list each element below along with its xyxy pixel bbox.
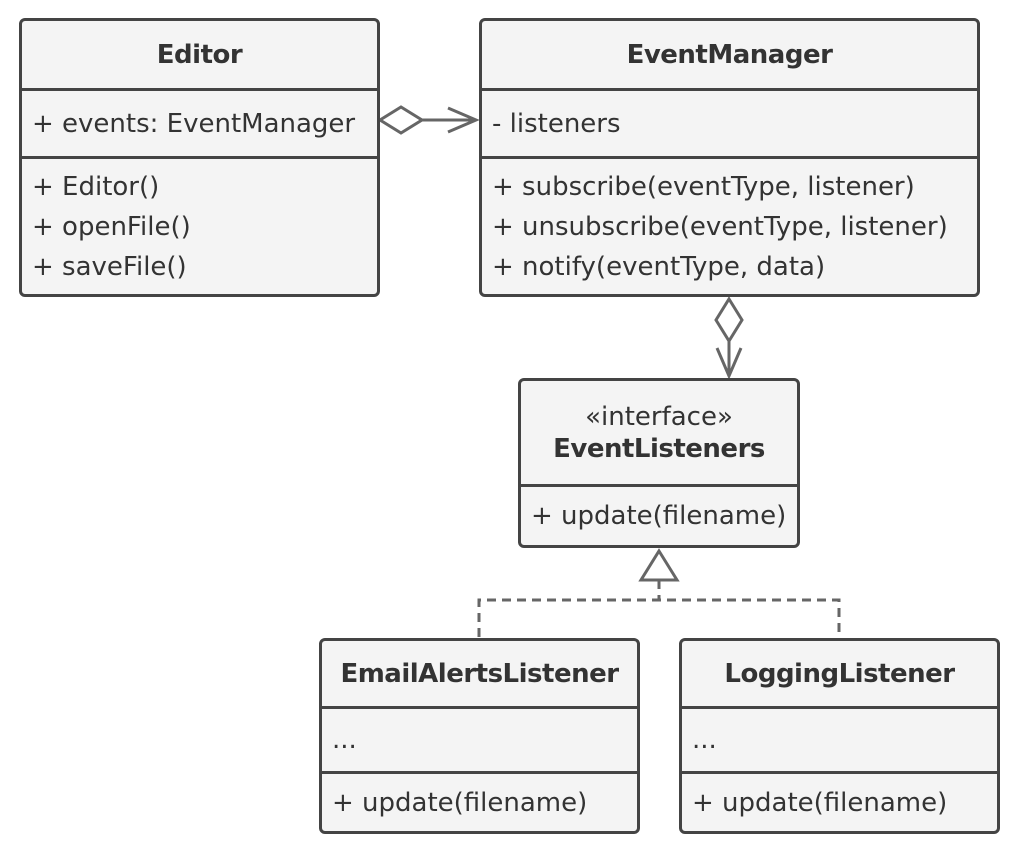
class-editor-header: Editor bbox=[22, 21, 377, 91]
class-editor: Editor + events: EventManager + Editor()… bbox=[19, 18, 380, 297]
eventmanager-listeners-aggregation bbox=[714, 296, 744, 380]
class-email-alerts-listener-header: EmailAlertsListener bbox=[322, 641, 637, 709]
class-email-alerts-listener-fields: ... bbox=[322, 709, 637, 774]
class-name: EventManager bbox=[626, 39, 833, 70]
interface-name: EventListeners bbox=[553, 433, 765, 464]
method: + Editor() bbox=[32, 171, 160, 202]
field: + events: EventManager bbox=[32, 108, 356, 139]
realization-triangle bbox=[638, 548, 680, 582]
method: + update(filename) bbox=[531, 501, 787, 531]
class-email-alerts-listener-methods: + update(filename) bbox=[322, 774, 637, 831]
interface-stereotype: «interface» bbox=[585, 401, 733, 432]
realization-connector bbox=[477, 548, 841, 637]
class-editor-fields: + events: EventManager bbox=[22, 91, 377, 159]
class-event-manager-fields: - listeners bbox=[482, 91, 977, 159]
interface-event-listeners-methods: + update(filename) bbox=[521, 487, 797, 545]
method: + subscribe(eventType, listener) bbox=[492, 171, 915, 202]
class-editor-methods: + Editor() + openFile() + saveFile() bbox=[22, 159, 377, 294]
interface-event-listeners: «interface» EventListeners + update(file… bbox=[518, 378, 800, 548]
editor-eventmanager-aggregation bbox=[377, 105, 480, 135]
class-logging-listener: LoggingListener ... + update(filename) bbox=[679, 638, 1000, 834]
field: ... bbox=[692, 725, 717, 755]
class-email-alerts-listener: EmailAlertsListener ... + update(filenam… bbox=[319, 638, 640, 834]
method: + notify(eventType, data) bbox=[492, 251, 826, 282]
field: ... bbox=[332, 725, 357, 755]
method: + saveFile() bbox=[32, 251, 187, 282]
method: + unsubscribe(eventType, listener) bbox=[492, 211, 948, 242]
class-name: LoggingListener bbox=[724, 658, 955, 689]
class-logging-listener-header: LoggingListener bbox=[682, 641, 997, 709]
method: + update(filename) bbox=[332, 787, 588, 818]
class-name: EmailAlertsListener bbox=[340, 658, 619, 689]
class-name: Editor bbox=[156, 39, 243, 70]
aggregation-diamond-editor bbox=[377, 105, 425, 135]
method: + openFile() bbox=[32, 211, 191, 242]
aggregation-diamond-manager bbox=[714, 296, 744, 344]
class-logging-listener-fields: ... bbox=[682, 709, 997, 774]
class-event-manager: EventManager - listeners + subscribe(eve… bbox=[479, 18, 980, 297]
realization-branches bbox=[477, 598, 841, 637]
field: - listeners bbox=[492, 108, 621, 139]
class-event-manager-methods: + subscribe(eventType, listener) + unsub… bbox=[482, 159, 977, 294]
class-event-manager-header: EventManager bbox=[482, 21, 977, 91]
aggregation-arrowhead-manager bbox=[715, 347, 743, 380]
class-logging-listener-methods: + update(filename) bbox=[682, 774, 997, 831]
interface-event-listeners-header: «interface» EventListeners bbox=[521, 381, 797, 487]
aggregation-arrowhead-editor bbox=[447, 106, 480, 134]
method: + update(filename) bbox=[692, 787, 948, 818]
